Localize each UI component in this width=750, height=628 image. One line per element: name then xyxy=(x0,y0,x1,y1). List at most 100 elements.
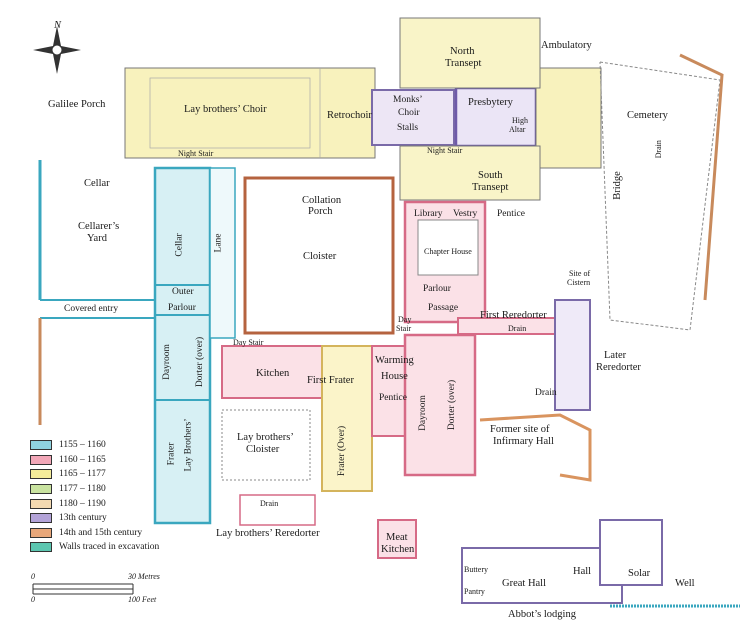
legend-swatch xyxy=(30,527,52,538)
legend-label: 13th century xyxy=(59,513,107,524)
label-cemetery: Cemetery xyxy=(627,110,668,121)
label-parlour-left: Parlour xyxy=(168,303,196,313)
abbots-lodging-block xyxy=(461,547,623,604)
label-retrochoir: Retrochoir xyxy=(327,110,372,121)
label-night-stair-right: Night Stair xyxy=(427,146,463,155)
label-lay-brothers-cloister-1: Lay brothers’ xyxy=(237,432,294,443)
label-monks-choir-2: Choir xyxy=(398,108,420,118)
legend-swatch xyxy=(30,498,52,509)
legend-item: 1165 – 1177 xyxy=(30,467,210,482)
cloister-walk xyxy=(243,176,395,335)
legend-swatch xyxy=(30,513,52,524)
label-passage: Passage xyxy=(428,303,459,313)
label-warming-house-2: House xyxy=(381,371,408,382)
north-transept xyxy=(399,17,541,89)
label-cloister: Cloister xyxy=(303,251,337,262)
label-well: Well xyxy=(675,578,695,589)
label-dorter-over-left: Dorter (over) xyxy=(195,336,206,388)
compass-rose-icon xyxy=(33,26,81,74)
legend-label: Walls traced in excavation xyxy=(59,542,160,553)
ambulatory xyxy=(535,67,602,169)
label-great-hall: Great Hall xyxy=(502,578,547,589)
label-lay-brothers-choir: Lay brothers’ Choir xyxy=(184,104,267,115)
label-later-reredorter-1: Later xyxy=(604,350,627,361)
legend: 1155 – 1160 1160 – 1165 1165 – 1177 1177 – … xyxy=(30,438,210,555)
solar-block xyxy=(599,519,663,586)
label-lay-brothers-cloister-2: Cloister xyxy=(246,444,280,455)
cemetery-boundary xyxy=(599,61,721,331)
label-monks-choir-1: Monks’ xyxy=(393,95,423,105)
lane xyxy=(209,167,236,339)
legend-swatch xyxy=(30,542,52,553)
label-dorter-over-right: Dorter (over) xyxy=(447,379,458,431)
label-dayroom-left: Dayroom xyxy=(161,344,172,380)
legend-swatch xyxy=(30,469,52,480)
label-hall: Hall xyxy=(573,566,592,577)
label-vestry: Vestry xyxy=(453,209,478,219)
label-covered-entry: Covered entry xyxy=(64,304,119,314)
label-dayroom-right: Dayroom xyxy=(417,395,428,431)
scale-zero-feet: 0 xyxy=(31,595,35,604)
legend-item: 14th and 15th century xyxy=(30,526,210,541)
lay-brothers-cloister-garth xyxy=(221,409,311,481)
legend-label: 14th and 15th century xyxy=(59,527,143,538)
label-north-transept-1: North xyxy=(450,46,475,57)
label-solar: Solar xyxy=(628,568,651,579)
scale-zero-metres: 0 xyxy=(31,572,35,581)
label-cellarers-yard-1: Cellarer’s xyxy=(78,221,120,232)
label-cellar: Cellar xyxy=(84,178,110,189)
label-ambulatory: Ambulatory xyxy=(541,40,592,51)
label-site-of-cistern-1: Site of xyxy=(569,269,591,278)
legend-label: 1160 – 1165 xyxy=(59,454,106,465)
infirmary-walls xyxy=(479,413,592,482)
label-abbots-lodging: Abbot’s lodging xyxy=(508,609,576,620)
legend-label: 1165 – 1177 xyxy=(59,469,106,480)
scale-metres: 30 Metres xyxy=(128,572,160,581)
scale-bar xyxy=(32,583,134,595)
legend-item: 13th century xyxy=(30,511,210,526)
chapter-house-room xyxy=(417,219,479,276)
label-pentice-top: Pentice xyxy=(497,209,525,219)
legend-swatch xyxy=(30,454,52,465)
label-cellar-vert: Cellar xyxy=(174,233,185,257)
label-night-stair-left: Night Stair xyxy=(178,149,214,158)
label-stalls: Stalls xyxy=(397,123,419,133)
label-frater-over: Frater (Over) xyxy=(337,425,348,477)
label-bridge: Bridge xyxy=(611,171,623,200)
label-buttery: Buttery xyxy=(464,565,488,574)
label-day-stair-right-2: Stair xyxy=(396,324,412,333)
label-presbytery: Presbytery xyxy=(468,97,513,108)
label-collation-porch-1: Collation xyxy=(302,195,342,206)
label-south-transept-2: Transept xyxy=(472,182,509,193)
label-kitchen: Kitchen xyxy=(256,368,290,379)
legend-label: 1155 – 1160 xyxy=(59,440,106,451)
label-south-transept-1: South xyxy=(478,170,503,181)
precinct-wall xyxy=(679,53,724,301)
legend-item: 1155 – 1160 xyxy=(30,438,210,453)
legend-swatch xyxy=(30,484,52,495)
legend-item: 1177 – 1180 xyxy=(30,482,210,497)
frater-range xyxy=(321,345,373,492)
label-parlour-right: Parlour xyxy=(423,284,451,294)
label-high-altar-2: Altar xyxy=(509,125,526,134)
label-library: Library xyxy=(414,209,443,219)
label-later-reredorter-2: Reredorter xyxy=(596,362,641,373)
legend-label: 1180 – 1190 xyxy=(59,498,106,509)
monks-choir xyxy=(371,89,455,146)
label-lane: Lane xyxy=(213,233,224,253)
label-former-site-1: Former site of xyxy=(490,424,550,435)
label-pentice-mid: Pentice xyxy=(379,393,407,403)
south-transept xyxy=(399,145,541,201)
legend-swatch xyxy=(30,440,52,451)
label-pantry: Pantry xyxy=(464,587,485,596)
west-range xyxy=(153,166,212,525)
label-former-site-2: Infirmary Hall xyxy=(493,436,554,447)
label-day-stair-left: Day Stair xyxy=(233,338,264,347)
later-reredorter xyxy=(554,299,591,411)
label-drain-bottom: Drain xyxy=(260,499,279,508)
kitchen-range xyxy=(221,345,323,399)
reredorter-block xyxy=(239,494,316,526)
north-label: N xyxy=(54,20,62,31)
label-lay-brothers-reredorter: Lay brothers’ Reredorter xyxy=(216,528,320,539)
scale-feet: 100 Feet xyxy=(128,595,157,604)
